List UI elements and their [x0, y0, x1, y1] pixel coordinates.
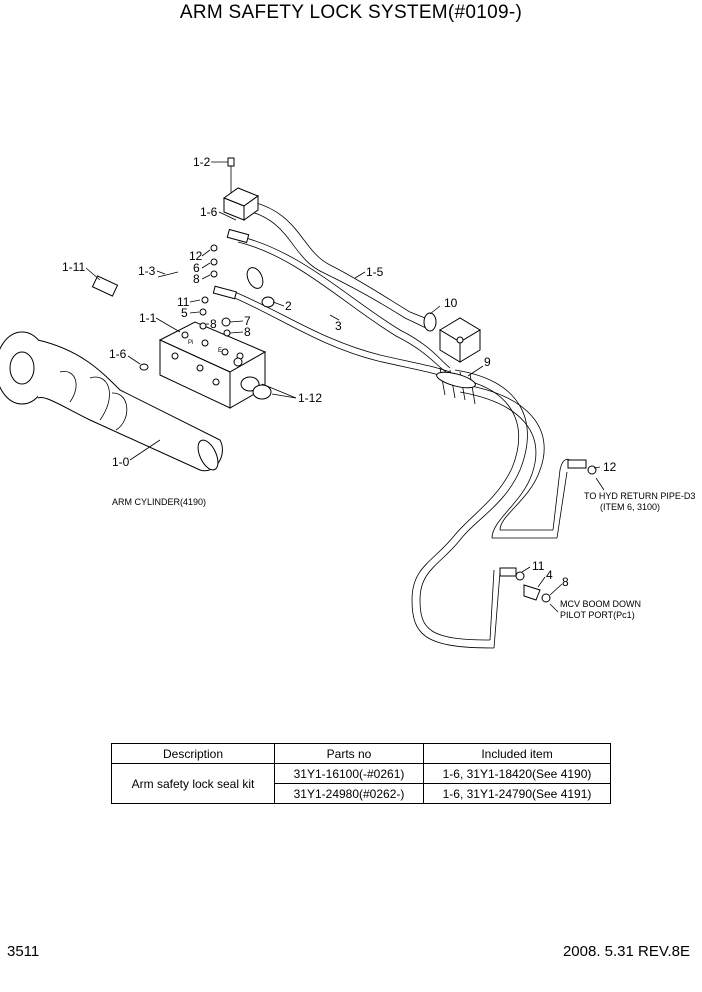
callout-8-c: 8: [244, 325, 251, 339]
note-arm-cylinder: ARM CYLINDER(4190): [112, 497, 206, 507]
table-row: 31Y1-24980(#0262-) 1-6, 31Y1-24790(See 4…: [112, 783, 611, 804]
arm-cylinder-drawing: [0, 331, 223, 472]
note-hyd-return-line-2: (ITEM 6, 3100): [600, 502, 660, 512]
callout-8-b: 8: [210, 317, 217, 331]
callout-1-1: 1-1: [139, 311, 157, 325]
callout-4: 4: [546, 568, 553, 582]
cell-parts-no: 31Y1-24980(#0262-): [274, 783, 424, 804]
col-header-description: Description: [111, 743, 275, 764]
callout-11-b: 11: [532, 559, 545, 573]
note-mcv-line-1: MCV BOOM DOWN: [560, 599, 641, 609]
callout-1-0: 1-0: [112, 455, 130, 469]
callout-7: 7: [244, 314, 251, 328]
callout-1-6: 1-6: [200, 205, 218, 219]
table-row: Arm safety lock seal kit 31Y1-16100(-#02…: [111, 763, 611, 804]
hose-lines: [229, 199, 571, 649]
cell-included-item: 1-6, 31Y1-24790(See 4191): [423, 783, 611, 804]
callout-12-b: 12: [603, 460, 617, 474]
fittings: [91, 228, 605, 613]
cell-included-item: 1-6, 31Y1-18420(See 4190): [423, 763, 611, 784]
parts-diagram: Pi E: [0, 155, 695, 649]
block-port-mark-pi: Pi: [188, 340, 193, 346]
callout-5: 5: [181, 306, 188, 320]
col-header-included-item: Included item: [423, 743, 611, 764]
callout-8-d: 8: [562, 575, 569, 589]
top-block: [222, 157, 481, 363]
callout-1-6-b: 1-6: [109, 347, 127, 361]
callout-9: 9: [484, 355, 491, 369]
callout-1-11: 1-11: [62, 260, 85, 274]
parts-table: Description Parts no Included item Arm s…: [111, 743, 611, 804]
callout-labels: 1-2 1-6 12 6 8 1-11 1-3 11 5 1-1 8 7 8 2…: [62, 155, 617, 589]
col-header-parts-no: Parts no: [274, 743, 424, 764]
callout-2: 2: [285, 299, 292, 313]
callout-1-12: 1-12: [298, 391, 322, 405]
callout-6: 6: [193, 261, 200, 275]
page-title: ARM SAFETY LOCK SYSTEM(#0109-): [179, 2, 523, 23]
table-header-row: Description Parts no Included item: [111, 743, 611, 764]
callout-1-3: 1-3: [138, 264, 156, 278]
clamp-group: [436, 367, 476, 405]
note-mcv-line-2: PILOT PORT(Pc1): [560, 610, 635, 620]
callout-10: 10: [444, 296, 458, 310]
note-hyd-return-line-1: TO HYD RETURN PIPE-D3: [584, 491, 695, 501]
notes: ARM CYLINDER(4190) TO HYD RETURN PIPE-D3…: [112, 491, 695, 620]
callout-8: 8: [193, 272, 200, 286]
valve-block: Pi E: [158, 321, 272, 409]
callout-3: 3: [335, 319, 342, 333]
cell-parts-no: 31Y1-16100(-#0261): [274, 763, 424, 784]
callout-12: 12: [189, 249, 203, 263]
page-number: 3511: [7, 943, 40, 960]
callout-11: 11: [177, 295, 190, 309]
leader-lines: [85, 161, 601, 596]
callout-1-5: 1-5: [366, 265, 384, 279]
block-port-mark-e: E: [218, 348, 222, 354]
revision-label: 2008. 5.31 REV.8E: [562, 943, 690, 960]
cell-description: Arm safety lock seal kit: [111, 763, 275, 804]
callout-1-2: 1-2: [193, 155, 211, 169]
